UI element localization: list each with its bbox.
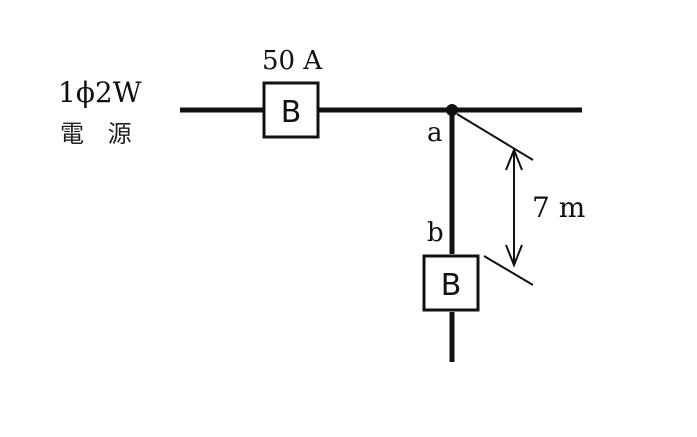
branch-breaker-symbol: B	[441, 268, 462, 303]
dimension-extension-top	[456, 113, 534, 161]
branch-breaker-box	[422, 254, 480, 312]
main-breaker-symbol: B	[281, 95, 302, 130]
dimension-arrow-down-icon	[505, 244, 523, 268]
point-b-label: b	[427, 218, 444, 248]
point-a-label: a	[427, 118, 443, 148]
source-power-label: 電 源	[60, 120, 140, 148]
distance-label: 7 m	[532, 191, 585, 224]
dimension-arrow-up-icon	[505, 147, 523, 171]
dimension-extension-bottom	[483, 255, 534, 286]
source-phase-label: 1ϕ2W	[58, 76, 142, 109]
main-breaker-rating: 50 A	[262, 46, 323, 76]
main-breaker-box	[262, 81, 320, 139]
